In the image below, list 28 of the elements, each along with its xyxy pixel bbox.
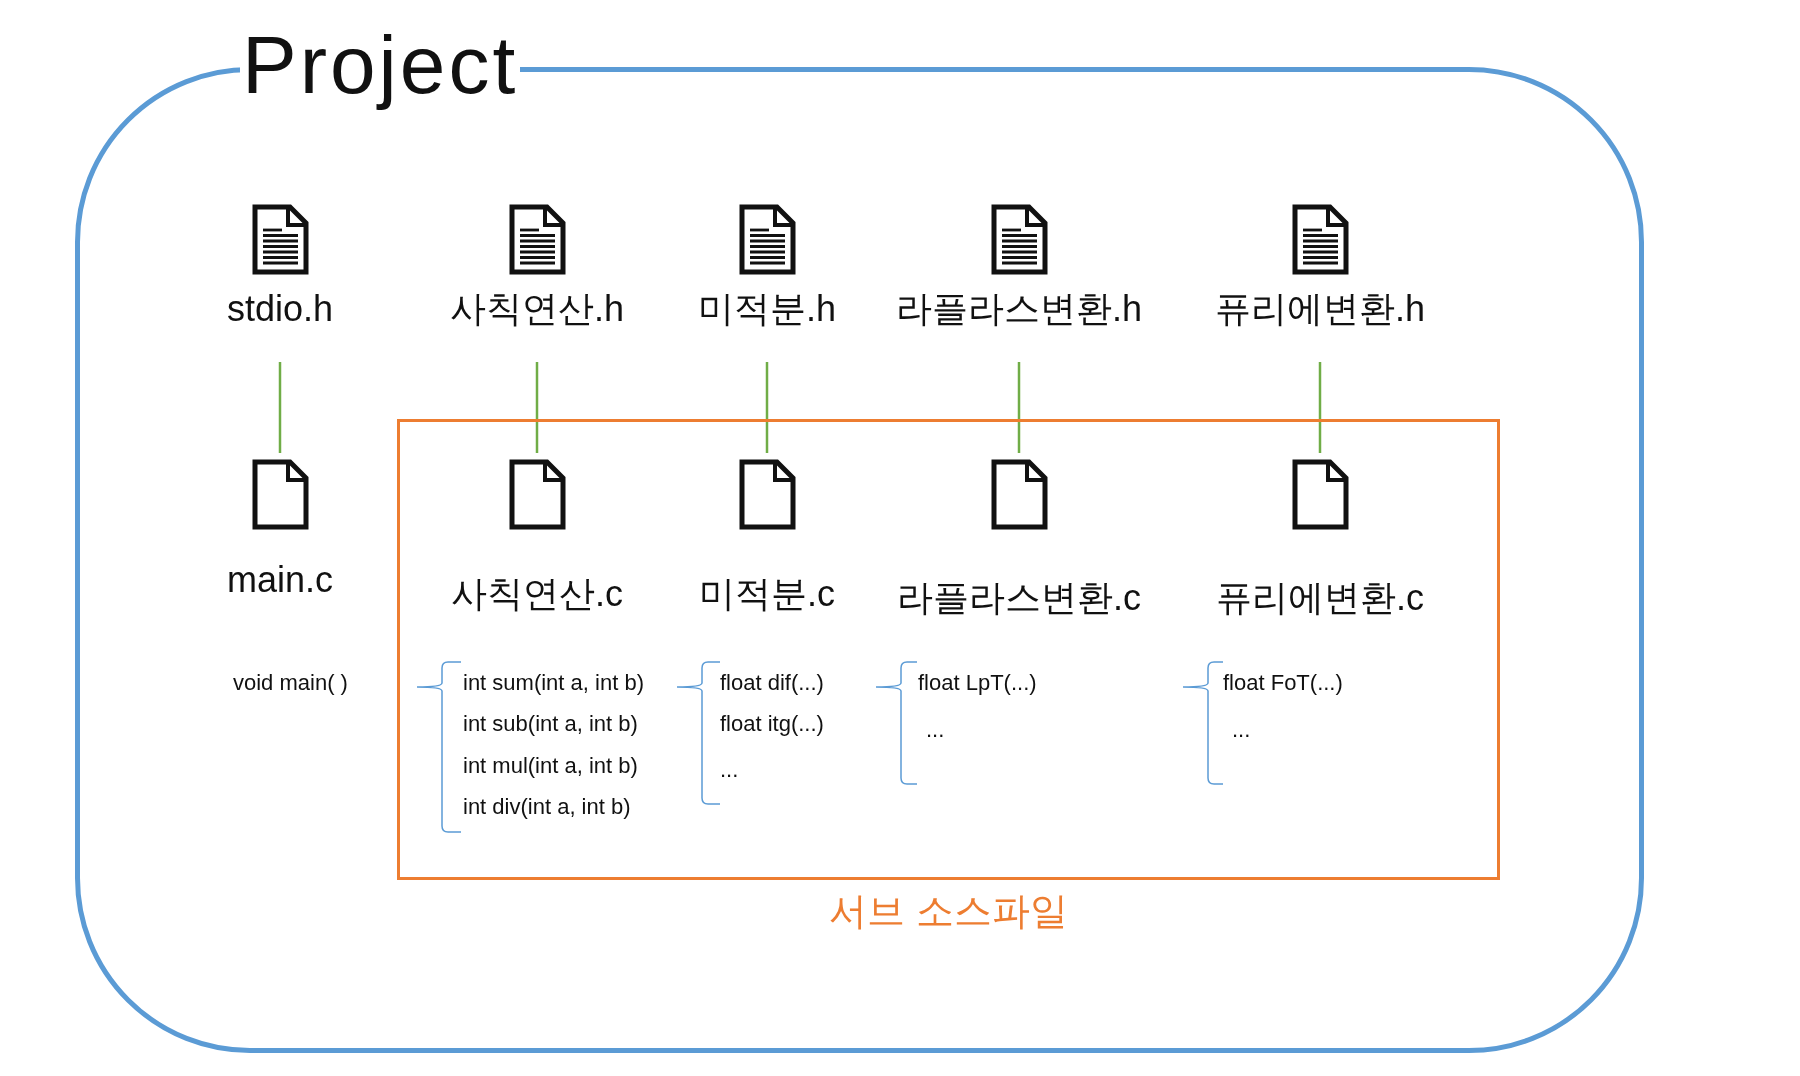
function-signature: float FoT(...): [1223, 670, 1343, 696]
function-signature: ...: [720, 757, 739, 783]
file-name: stdio.h: [226, 287, 334, 331]
function-signature: ...: [926, 717, 945, 743]
function-signature: int sum(int a, int b): [463, 670, 644, 696]
function-signature: void main( ): [233, 670, 348, 696]
connector-line: [278, 362, 282, 453]
file-name: 미적분.c: [699, 572, 835, 616]
file-name: 사칙연산.c: [451, 572, 623, 616]
file-name: main.c: [227, 558, 333, 602]
function-signature: float itg(...): [720, 711, 824, 737]
connector-line: [535, 362, 539, 453]
file-name: 퓨리에변환.h: [1215, 287, 1425, 331]
file-name: 퓨리에변환.c: [1216, 576, 1424, 620]
function-signature: float LpT(...): [918, 670, 1037, 696]
file-name: 라플라스변환.c: [897, 576, 1141, 620]
function-signature: int mul(int a, int b): [463, 753, 638, 779]
function-signature: float dif(...): [720, 670, 824, 696]
function-signature: ...: [1232, 717, 1251, 743]
file-name: 미적분.h: [698, 287, 836, 331]
connector-line: [765, 362, 769, 453]
connector-line: [1318, 362, 1322, 453]
file-name: 라플라스변환.h: [896, 287, 1142, 331]
function-signature: int sub(int a, int b): [463, 711, 638, 737]
connector-line: [1017, 362, 1021, 453]
group-caption: 서브 소스파일: [828, 889, 1069, 934]
function-signature: int div(int a, int b): [463, 794, 631, 820]
file-name: 사칙연산.h: [450, 287, 624, 331]
